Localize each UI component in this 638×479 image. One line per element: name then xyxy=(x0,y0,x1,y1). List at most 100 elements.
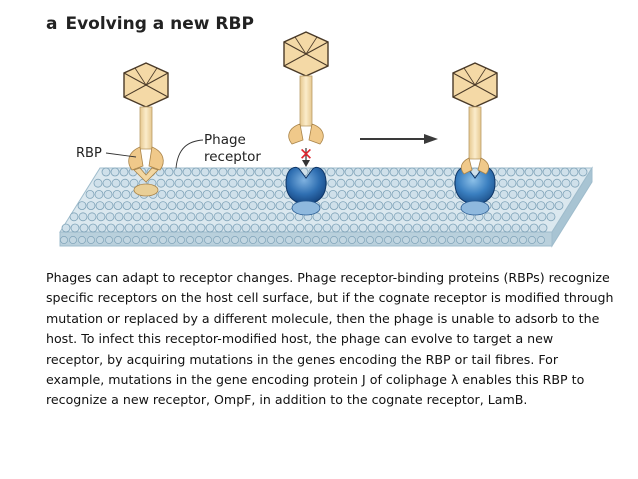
lipid-head xyxy=(371,167,381,177)
lipid-head xyxy=(542,167,552,177)
lipid-head xyxy=(402,236,410,244)
lipid-head xyxy=(552,178,562,188)
lipid-head xyxy=(385,223,395,233)
lipid-head xyxy=(519,236,527,244)
lipid-head xyxy=(537,236,545,244)
lipid-head xyxy=(87,212,97,222)
lipid-head xyxy=(124,223,134,233)
lipid-head xyxy=(267,212,277,222)
lipid-head xyxy=(546,212,556,222)
lipid-head xyxy=(439,223,449,233)
lipid-head xyxy=(357,212,367,222)
lipid-head xyxy=(105,236,113,244)
modified-receptor-icon xyxy=(285,166,327,216)
lipid-head xyxy=(150,212,160,222)
lipid-head xyxy=(245,167,255,177)
lipid-head xyxy=(446,201,456,211)
lipid-head xyxy=(204,212,214,222)
lipid-head xyxy=(492,212,502,222)
lipid-head xyxy=(338,201,348,211)
lipid-head xyxy=(200,167,210,177)
phage-capsid-icon xyxy=(123,62,169,108)
lipid-head xyxy=(258,236,266,244)
lipid-head xyxy=(202,189,212,199)
lipid-head xyxy=(484,223,494,233)
lipid-head xyxy=(303,236,311,244)
lipid-head xyxy=(517,189,527,199)
lipid-head xyxy=(528,236,536,244)
lipid-head xyxy=(353,167,363,177)
lipid-head xyxy=(554,201,564,211)
lipid-head xyxy=(93,178,103,188)
lipid-head xyxy=(475,223,485,233)
lipid-head xyxy=(402,212,412,222)
lipid-head xyxy=(236,167,246,177)
lipid-head xyxy=(196,223,206,233)
lipid-head xyxy=(418,189,428,199)
lipid-head xyxy=(176,201,186,211)
lipid-head xyxy=(213,236,221,244)
lipid-head xyxy=(231,212,241,222)
lipid-head xyxy=(273,178,283,188)
lipid-head xyxy=(122,201,132,211)
lipid-head xyxy=(78,236,86,244)
lipid-head xyxy=(529,223,539,233)
lipid-head xyxy=(456,236,464,244)
lipid-head xyxy=(391,189,401,199)
lipid-head xyxy=(178,223,188,233)
lipid-head xyxy=(390,178,400,188)
lipid-head xyxy=(457,223,467,233)
lipid-head xyxy=(497,167,507,177)
lipid-head xyxy=(533,167,543,177)
lipid-head xyxy=(392,201,402,211)
lipid-head xyxy=(304,223,314,233)
lipid-head xyxy=(276,236,284,244)
lipid-head xyxy=(570,178,580,188)
lipid-head xyxy=(510,212,520,222)
lipid-head xyxy=(214,223,224,233)
lipid-head xyxy=(230,201,240,211)
lipid-head xyxy=(141,236,149,244)
lipid-head xyxy=(443,167,453,177)
lipid-head xyxy=(382,189,392,199)
lipid-head xyxy=(560,167,570,177)
phage-tail xyxy=(468,106,482,160)
lipid-head xyxy=(427,189,437,199)
lipid-head xyxy=(336,178,346,188)
lipid-head xyxy=(362,167,372,177)
lipid-head xyxy=(168,236,176,244)
lipid-head xyxy=(203,201,213,211)
lipid-head xyxy=(275,201,285,211)
lipid-head xyxy=(156,178,166,188)
lipid-head xyxy=(358,223,368,233)
lipid-head xyxy=(330,212,340,222)
lipid-head xyxy=(534,178,544,188)
lipid-head xyxy=(438,212,448,222)
lipid-head xyxy=(211,189,221,199)
lipid-head xyxy=(516,178,526,188)
lipid-head xyxy=(106,223,116,233)
lipid-head xyxy=(259,223,269,233)
lipid-head xyxy=(219,178,229,188)
lipid-head xyxy=(327,178,337,188)
lipid-head xyxy=(330,236,338,244)
lipid-head xyxy=(354,178,364,188)
diagram-svg: RBP Phage receptor ✕ xyxy=(59,31,593,248)
lipid-head xyxy=(401,201,411,211)
lipid-head xyxy=(448,223,458,233)
lipid-head xyxy=(400,189,410,199)
evolved-rbp-icon xyxy=(460,157,490,175)
lipid-head xyxy=(411,212,421,222)
lipid-head xyxy=(60,236,68,244)
lipid-head xyxy=(119,167,129,177)
lipid-head xyxy=(121,189,131,199)
lipid-head xyxy=(286,223,296,233)
lipid-head xyxy=(79,223,89,233)
lipid-head xyxy=(69,236,77,244)
lipid-head xyxy=(159,212,169,222)
lipid-head xyxy=(257,201,267,211)
lipid-head xyxy=(375,236,383,244)
lipid-head xyxy=(141,212,151,222)
lipid-head xyxy=(195,236,203,244)
